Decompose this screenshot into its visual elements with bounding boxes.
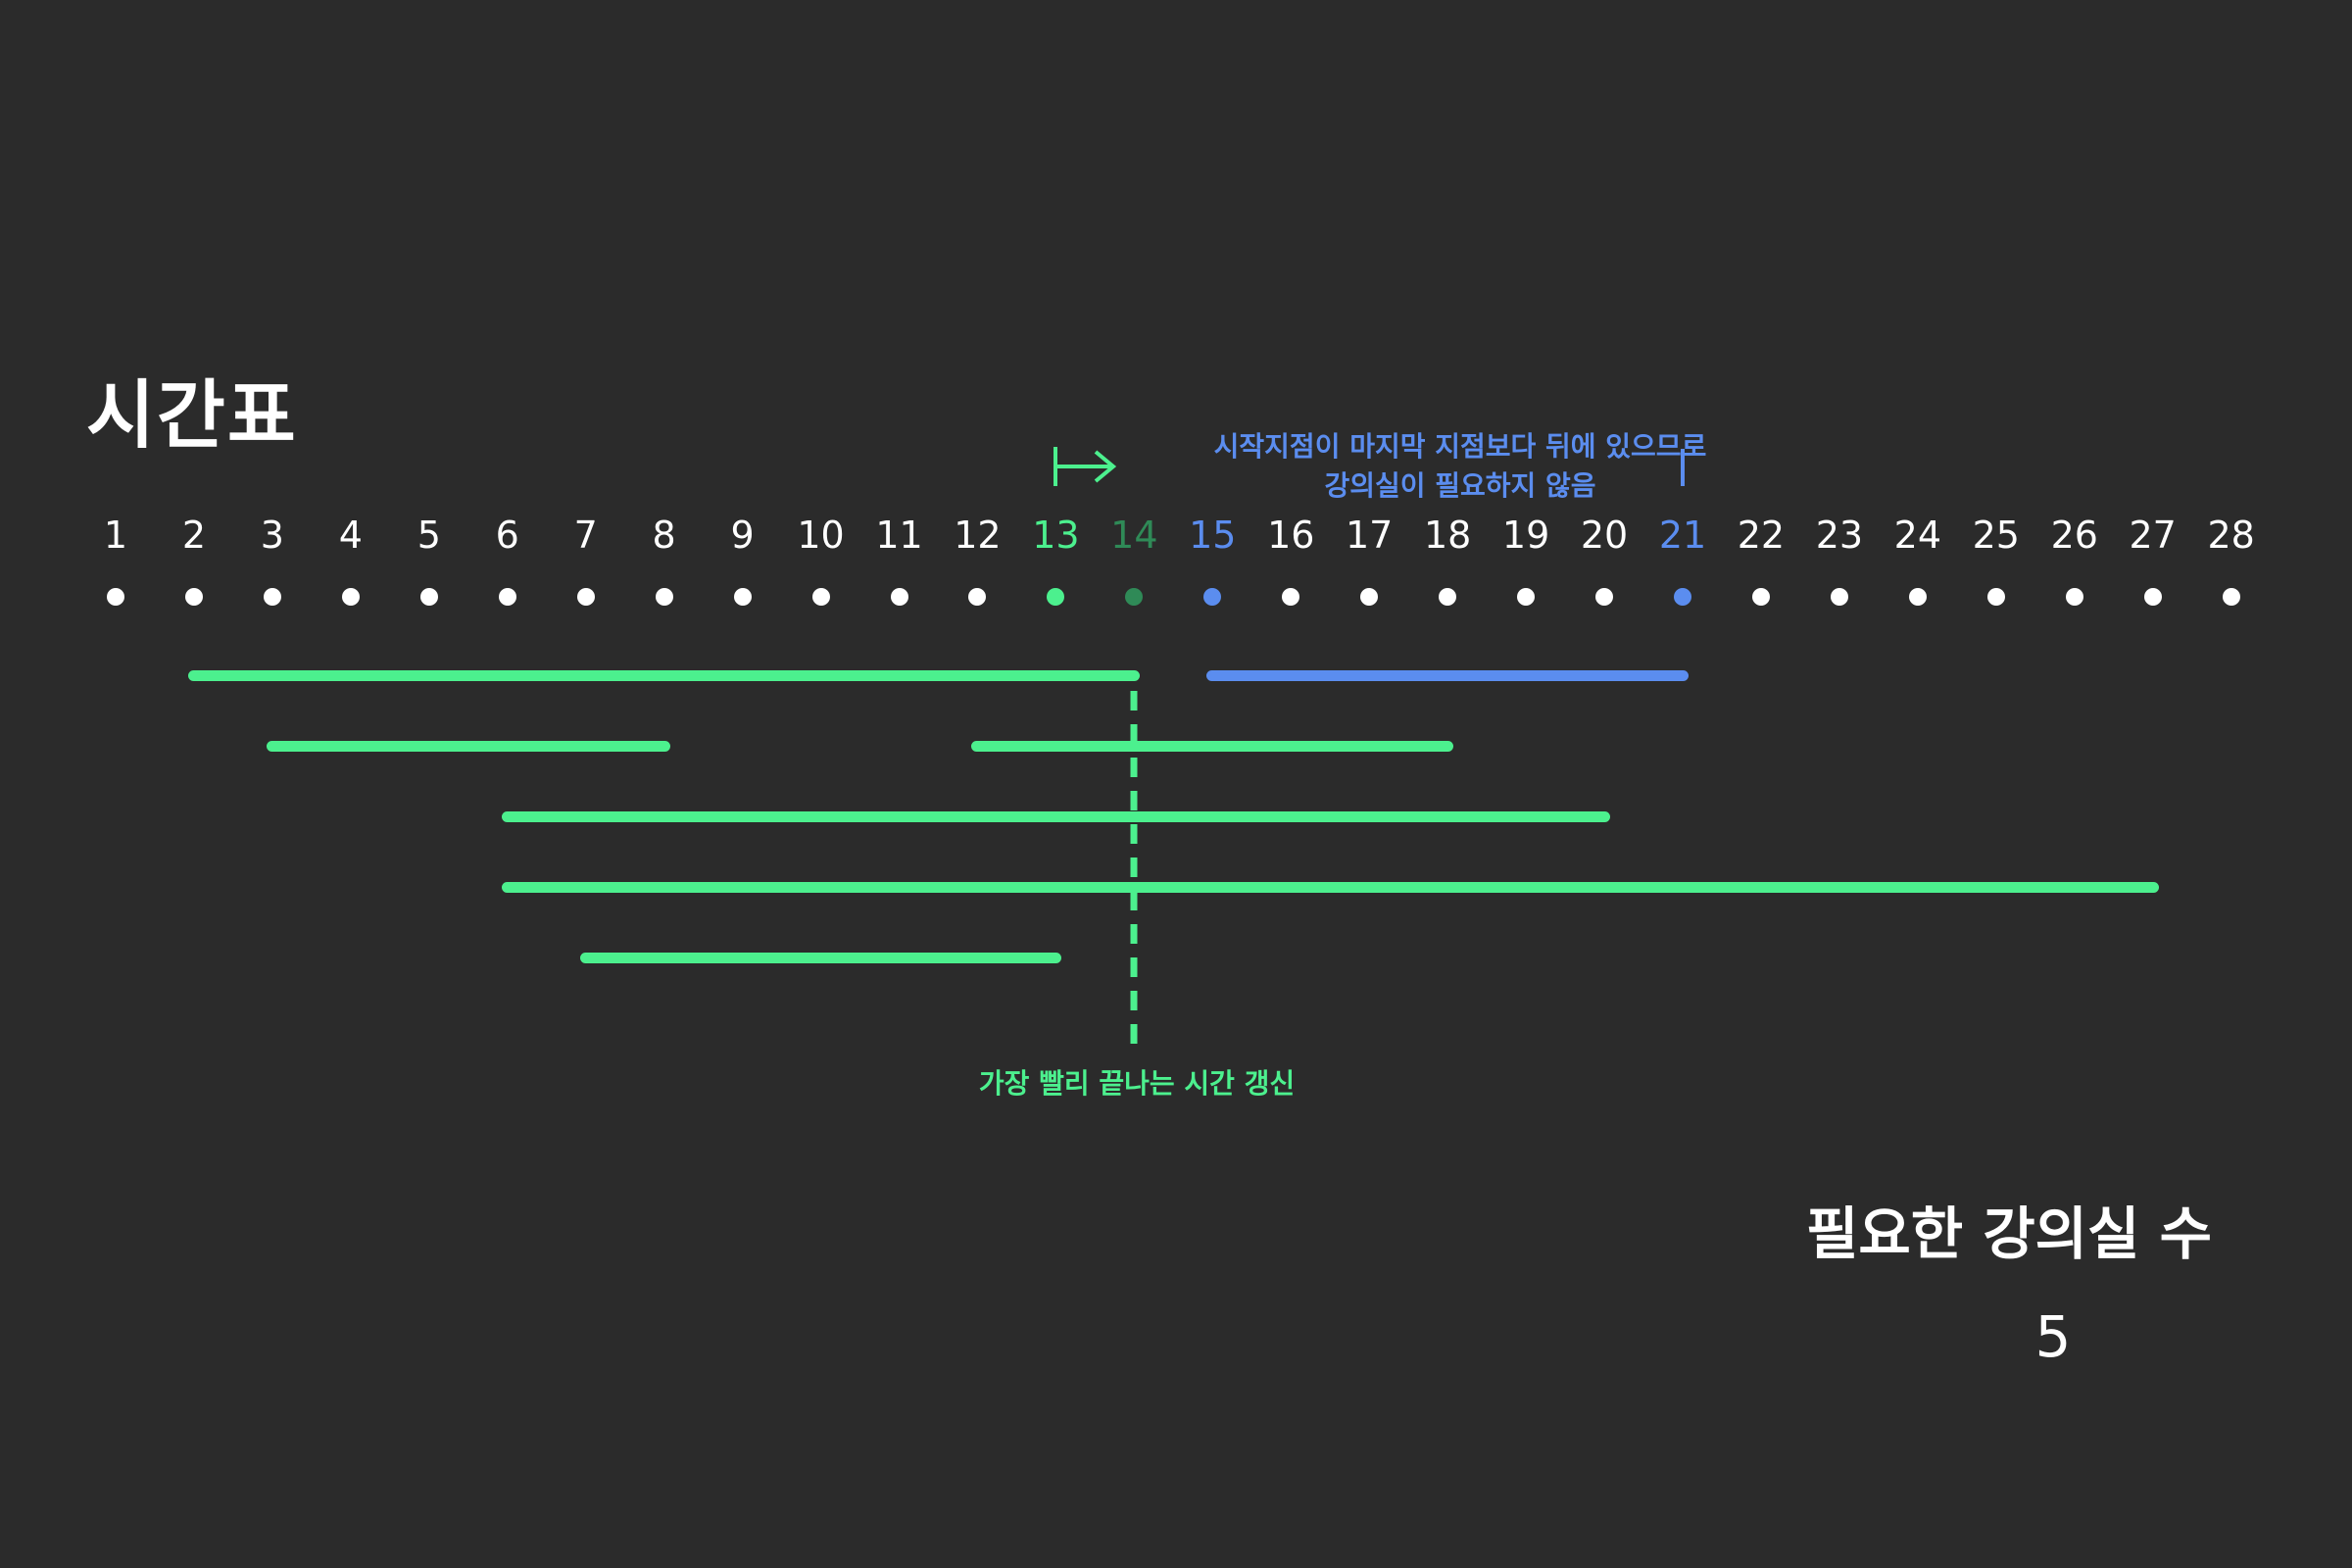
timeline-dot-20: [1595, 588, 1614, 606]
timeline-dot-17: [1360, 588, 1379, 606]
interval-bar-12-18: [971, 741, 1454, 752]
tick-label-20: 20: [1580, 514, 1629, 557]
tick-label-23: 23: [1815, 514, 1864, 557]
earliest-end-annotation: 가장 빨리 끝나는 시간 갱신: [978, 1067, 1296, 1100]
tick-label-26: 26: [2050, 514, 2098, 557]
tick-label-19: 19: [1501, 514, 1550, 557]
tick-label-24: 24: [1893, 514, 1942, 557]
interval-bar-6-20: [501, 811, 1611, 822]
tick-label-6: 6: [495, 514, 519, 557]
page-title: 시간표: [86, 371, 298, 459]
tick-label-2: 2: [181, 514, 207, 557]
interval-bar-7-13: [579, 953, 1062, 963]
tick-label-22: 22: [1737, 514, 1786, 557]
start-arrow-icon: [1054, 447, 1117, 486]
timeline-dot-11: [890, 588, 908, 606]
tick-label-3: 3: [260, 514, 284, 557]
timeline-dot-2: [184, 588, 203, 606]
interval-bar-3-8: [266, 741, 670, 752]
tick-label-28: 28: [2207, 514, 2255, 557]
timeline-dot-7: [576, 588, 595, 606]
timeline-dot-21: [1674, 588, 1691, 606]
timeline-dot-22: [1751, 588, 1770, 606]
tick-label-5: 5: [416, 514, 441, 557]
tick-label-10: 10: [797, 514, 845, 557]
tick-label-7: 7: [573, 514, 598, 557]
timeline-dot-23: [1830, 588, 1848, 606]
timeline-dot-18: [1439, 588, 1457, 606]
timeline-dot-28: [2222, 588, 2240, 606]
timeline-dot-25: [1986, 588, 2005, 606]
timeline-dot-6: [498, 588, 516, 606]
timeline-dot-15: [1203, 588, 1222, 606]
timeline-dot-13: [1047, 588, 1065, 606]
tick-label-4: 4: [338, 514, 363, 557]
tick-label-25: 25: [1972, 514, 2020, 557]
timeline-dot-14: [1125, 588, 1144, 606]
tick-label-14: 14: [1110, 514, 1158, 557]
tick-label-17: 17: [1346, 514, 1394, 557]
timeline-dot-12: [968, 588, 987, 606]
tick-label-8: 8: [652, 514, 676, 557]
tick-label-12: 12: [954, 514, 1002, 557]
tick-label-11: 11: [875, 514, 923, 557]
tick-label-15: 15: [1189, 514, 1237, 557]
interval-bar-6-27: [501, 882, 2159, 893]
timeline-dot-24: [1908, 588, 1927, 606]
timeline-dot-27: [2143, 588, 2162, 606]
tick-label-1: 1: [103, 514, 128, 557]
interval-bar-2-14: [187, 670, 1141, 681]
timeline-dot-8: [655, 588, 673, 606]
timeline-dot-16: [1282, 588, 1300, 606]
tick-label-13: 13: [1032, 514, 1080, 557]
timeline-dot-4: [341, 588, 360, 606]
condition-line-1: 시작지점이 마지막 지점보다 뒤에 있으므로: [1213, 430, 1707, 463]
result-value: 5: [2034, 1303, 2072, 1370]
timeline-dot-26: [2065, 588, 2083, 606]
timeline-dot-1: [107, 588, 124, 606]
condition-line-2: 강의실이 필요하지 않음: [1324, 469, 1596, 502]
result-label: 필요한 강의실 수: [1806, 1200, 2212, 1267]
interval-bar-15-21: [1206, 670, 1689, 681]
tick-label-16: 16: [1267, 514, 1315, 557]
tick-label-27: 27: [2129, 514, 2177, 557]
timeline-dot-3: [263, 588, 281, 606]
timeline-dot-19: [1517, 588, 1536, 606]
timeline-dot-9: [733, 588, 752, 606]
condition-annotation: 시작지점이 마지막 지점보다 뒤에 있으므로 강의실이 필요하지 않음: [1098, 427, 1823, 506]
timeline-dot-5: [419, 588, 438, 606]
tick-label-21: 21: [1658, 514, 1707, 557]
tick-label-18: 18: [1423, 514, 1472, 557]
tick-label-9: 9: [730, 514, 755, 557]
timeline-dot-10: [811, 588, 830, 606]
